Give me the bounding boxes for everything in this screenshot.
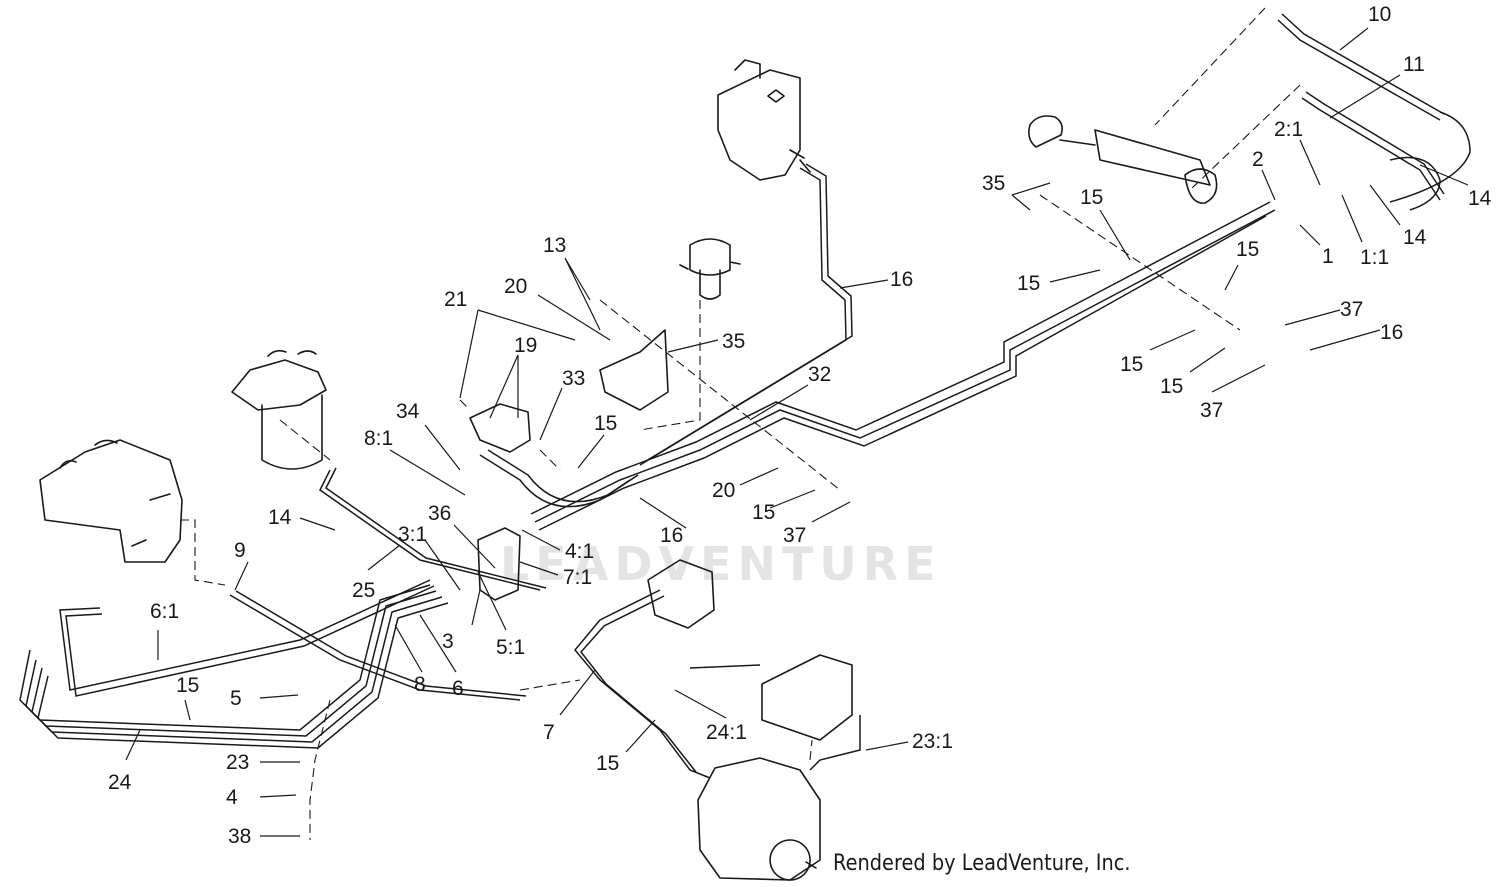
callout-label: 15 [1080, 186, 1103, 209]
callout-label: 35 [722, 330, 745, 353]
callout-label: 16 [1380, 321, 1403, 344]
callout-label: 15 [752, 501, 775, 524]
callout-label: 6:1 [150, 600, 179, 623]
callout-label: 34 [396, 400, 420, 423]
callout-label: 15 [1236, 238, 1259, 261]
callout-label: 2 [1252, 148, 1264, 171]
callout-label: 32 [808, 363, 831, 386]
callout-label: 38 [228, 825, 251, 848]
callout-labels: 10 11 2:1 14 2 14 35 15 1 1:1 15 15 15 3… [108, 3, 1492, 848]
callout-label: 3 [442, 630, 454, 653]
callout-label: 21 [444, 288, 467, 311]
callout-label: 8:1 [364, 427, 393, 450]
callout-label: 15 [176, 674, 199, 697]
callout-label: 14 [268, 506, 292, 529]
callout-label: 8 [414, 673, 426, 696]
watermark: LEADVENTURE [500, 537, 942, 591]
callout-label: 7 [543, 721, 555, 744]
callout-label: 9 [234, 539, 246, 562]
callout-label: 14 [1403, 226, 1427, 249]
callout-label: 15 [1160, 375, 1183, 398]
callout-label: 37 [1200, 399, 1223, 422]
hydraulic-tubes [19, 13, 1471, 779]
callout-label: 1 [1322, 245, 1334, 268]
callout-label: 37 [783, 524, 806, 547]
callout-label: 16 [660, 524, 683, 547]
callout-label: 15 [1017, 272, 1040, 295]
callout-label: 37 [1340, 298, 1363, 321]
callout-label: 4:1 [565, 540, 594, 563]
callout-label: 19 [514, 334, 537, 357]
callout-label: 24:1 [706, 721, 747, 744]
callout-label: 33 [562, 367, 585, 390]
callout-label: 23:1 [912, 730, 953, 753]
callout-label: 13 [543, 234, 566, 257]
render-credit: Rendered by LeadVenture, Inc. [833, 851, 1131, 876]
callout-label: 15 [594, 412, 617, 435]
callout-label: 1:1 [1360, 246, 1389, 269]
callout-label: 7:1 [563, 566, 592, 589]
callout-label: 5:1 [496, 636, 525, 659]
callout-label: 14 [1468, 187, 1492, 210]
callout-label: 3:1 [398, 523, 427, 546]
component-artwork [39, 59, 1218, 881]
callout-label: 20 [712, 479, 735, 502]
callout-label: 23 [226, 751, 249, 774]
callout-label: 15 [596, 752, 619, 775]
callout-label: 2:1 [1274, 118, 1303, 141]
callout-label: 35 [982, 172, 1005, 195]
callout-label: 5 [230, 687, 242, 710]
callout-label: 16 [890, 268, 913, 291]
callout-label: 4 [226, 786, 238, 809]
callout-leaders [125, 27, 1469, 837]
callout-label: 36 [428, 502, 451, 525]
callout-label: 20 [504, 275, 527, 298]
callout-label: 24 [108, 771, 132, 794]
assembly-lines [180, 7, 1301, 840]
callout-label: 6 [452, 677, 464, 700]
callout-label: 25 [352, 579, 375, 602]
callout-label: 11 [1403, 53, 1425, 76]
callout-label: 15 [1120, 353, 1143, 376]
callout-label: 10 [1368, 3, 1391, 26]
